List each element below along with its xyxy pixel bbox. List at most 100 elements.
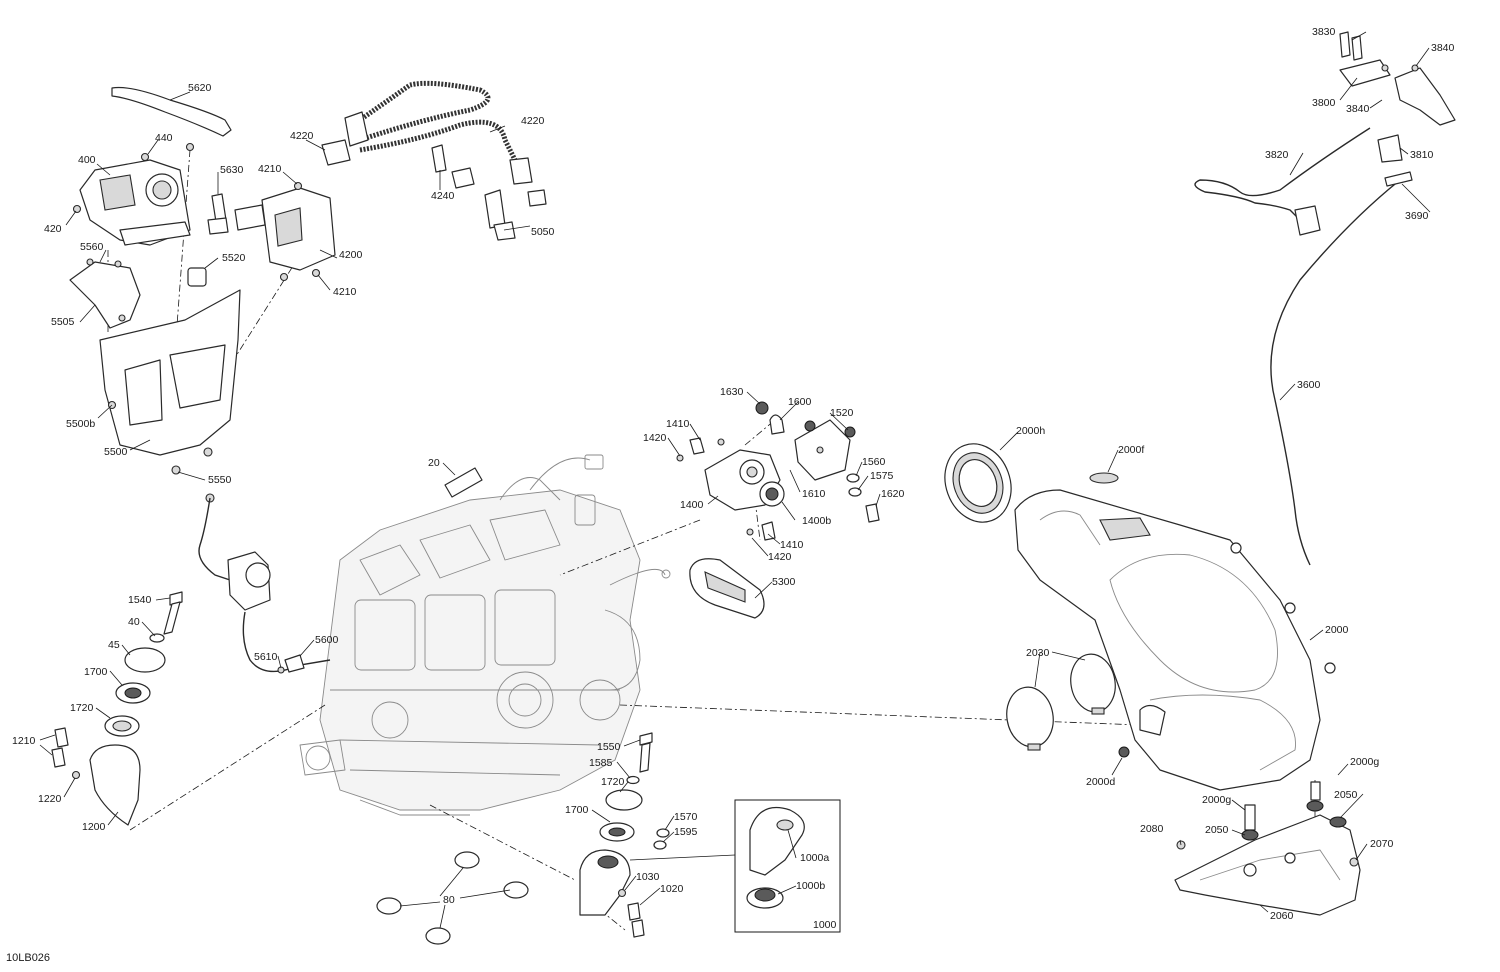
callout-labels: 5620 440 400 420 5630 4210 4220 4220 424…	[6, 26, 1455, 964]
label-2080: 2080	[1140, 823, 1164, 835]
label-4210-top: 4210	[258, 163, 282, 175]
clip-3810	[1377, 134, 1403, 163]
label-2000g-left: 2000g	[1202, 794, 1231, 806]
label-5050: 5050	[531, 226, 555, 238]
label-2060: 2060	[1270, 910, 1294, 922]
label-400: 400	[78, 154, 96, 166]
throttle-body-400	[72, 142, 195, 246]
label-3840-bottom: 3840	[1346, 103, 1370, 115]
airbox-2000	[1014, 489, 1336, 791]
label-5300: 5300	[772, 576, 796, 588]
label-3830: 3830	[1312, 26, 1336, 38]
connector-4240	[431, 144, 475, 189]
label-5505: 5505	[51, 316, 75, 328]
label-1560: 1560	[862, 456, 886, 468]
intake-hose-5620	[111, 86, 232, 137]
ignition-coil-4200	[234, 181, 336, 282]
label-1520: 1520	[830, 407, 854, 419]
label-5500: 5500	[104, 446, 128, 458]
label-2000d: 2000d	[1086, 776, 1115, 788]
diagram-code: 10LB026	[6, 952, 50, 964]
label-1585: 1585	[589, 757, 613, 769]
label-1400b: 1400b	[802, 515, 831, 527]
label-1720-bottom: 1720	[601, 776, 625, 788]
label-1030: 1030	[636, 871, 660, 883]
label-4200: 4200	[339, 249, 363, 261]
label-1200: 1200	[82, 821, 106, 833]
plate-1610	[794, 419, 880, 523]
label-3810: 3810	[1410, 149, 1434, 161]
label-1000a: 1000a	[800, 852, 829, 864]
label-420: 420	[44, 223, 62, 235]
inset-1000	[629, 799, 841, 933]
cap-5050	[527, 189, 547, 207]
clamps-2030	[1006, 653, 1116, 751]
label-5600: 5600	[315, 634, 339, 646]
nut-2000d	[1118, 746, 1130, 758]
label-1420-top: 1420	[643, 432, 667, 444]
label-1595: 1595	[674, 826, 698, 838]
engine-block	[299, 454, 671, 816]
label-2030: 2030	[1026, 647, 1050, 659]
label-1600: 1600	[788, 396, 812, 408]
label-3820: 3820	[1265, 149, 1289, 161]
label-1410-top: 1410	[666, 418, 690, 430]
label-5610: 5610	[254, 651, 278, 663]
label-1000b: 1000b	[796, 880, 825, 892]
label-1550: 1550	[597, 741, 621, 753]
label-4240: 4240	[431, 190, 455, 202]
label-40: 40	[128, 616, 140, 628]
label-1020: 1020	[660, 883, 684, 895]
label-1720-left: 1720	[70, 702, 94, 714]
label-3600: 3600	[1297, 379, 1321, 391]
label-80: 80	[443, 894, 455, 906]
label-5550: 5550	[208, 474, 232, 486]
label-1610: 1610	[802, 488, 826, 500]
label-5620: 5620	[188, 82, 212, 94]
label-1700-left: 1700	[84, 666, 108, 678]
label-1220: 1220	[38, 793, 62, 805]
hose-5630	[207, 193, 229, 235]
label-1400: 1400	[680, 499, 704, 511]
mount-bracket-1400	[676, 401, 785, 541]
label-4220-left: 4220	[290, 130, 314, 142]
label-2000g-right: 2000g	[1350, 756, 1379, 768]
leader-lines	[39, 31, 1431, 929]
label-3840-top: 3840	[1431, 42, 1455, 54]
label-20: 20	[428, 457, 440, 469]
label-1210: 1210	[12, 735, 36, 747]
label-5560: 5560	[80, 241, 104, 253]
label-440: 440	[155, 132, 173, 144]
label-1420-bottom: 1420	[768, 551, 792, 563]
label-5500b: 5500b	[66, 418, 95, 430]
label-1575: 1575	[870, 470, 894, 482]
grommet-5520	[187, 267, 207, 287]
bracket-3800	[1339, 31, 1456, 126]
label-2050-right: 2050	[1334, 789, 1358, 801]
label-1570: 1570	[674, 811, 698, 823]
label-1630: 1630	[720, 386, 744, 398]
label-2050-left: 2050	[1205, 824, 1229, 836]
label-1700-bottom: 1700	[565, 804, 589, 816]
dowel-20	[444, 467, 483, 498]
engine-mount-bottom	[579, 732, 670, 938]
label-2000h: 2000h	[1016, 425, 1045, 437]
label-2000: 2000	[1325, 624, 1349, 636]
cable-3600	[1270, 171, 1413, 566]
grommet-2000f	[1089, 472, 1119, 484]
label-5630: 5630	[220, 164, 244, 176]
label-45: 45	[108, 639, 120, 651]
label-2070: 2070	[1370, 838, 1394, 850]
sensor-cable-3820	[1194, 127, 1371, 236]
label-1540: 1540	[128, 594, 152, 606]
sensor-harness-5600	[198, 497, 331, 674]
cover-5300	[689, 558, 765, 619]
label-1620: 1620	[881, 488, 905, 500]
label-3690: 3690	[1405, 210, 1429, 222]
bracket-5505	[69, 258, 141, 329]
label-2000f: 2000f	[1118, 444, 1144, 456]
heat-shield-5500	[99, 289, 241, 503]
label-4210-bottom: 4210	[333, 286, 357, 298]
label-5520: 5520	[222, 252, 246, 264]
